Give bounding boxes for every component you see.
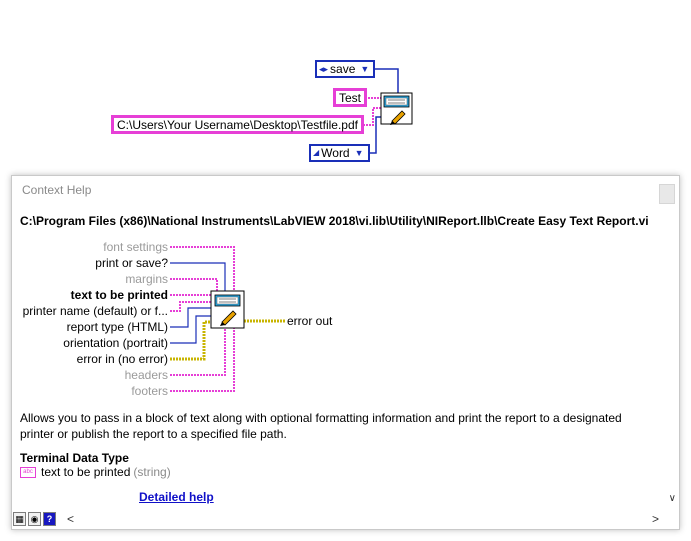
- context-help-title: Context Help: [22, 183, 92, 197]
- save-enum-value: save: [330, 62, 356, 76]
- terminal-data-type-type: (string): [133, 465, 171, 479]
- help-bottom-toolbar: ▦ ◉ ? < >: [12, 511, 679, 529]
- terminal-text-to-be-printed: text to be printed: [70, 288, 168, 302]
- ring-corner-icon: ◢: [313, 148, 320, 157]
- increment-arrows-icon: ◂▸: [319, 64, 329, 74]
- vi-icon: [210, 290, 245, 329]
- create-easy-text-report-icon[interactable]: [380, 92, 413, 125]
- path-string-value: C:\Users\Your Username\Desktop\Testfile.…: [117, 117, 358, 132]
- vi-path: C:\Program Files (x86)\National Instrume…: [20, 214, 649, 228]
- word-enum-value: Word: [321, 146, 350, 160]
- scroll-left-arrow-icon[interactable]: <: [67, 512, 75, 526]
- terminal-data-type-heading: Terminal Data Type: [20, 451, 129, 465]
- show-optional-terminals-button[interactable]: ▦: [13, 512, 26, 526]
- terminal-printer-name: printer name (default) or f...: [22, 304, 168, 318]
- help-question-icon[interactable]: ?: [43, 512, 56, 526]
- connector-pane: font settings print or save? margins tex…: [12, 236, 681, 398]
- terminal-font-settings: font settings: [103, 240, 168, 254]
- detailed-help-link[interactable]: Detailed help: [139, 490, 214, 504]
- scroll-down-arrow-icon[interactable]: ∨: [668, 493, 676, 504]
- vi-description: Allows you to pass in a block of text al…: [20, 411, 622, 441]
- context-help-window: Context Help C:\Program Files (x86)\Nati…: [11, 175, 680, 530]
- terminal-print-or-save: print or save?: [95, 256, 168, 270]
- terminal-footers: footers: [131, 384, 168, 398]
- test-string-value: Test: [339, 90, 362, 105]
- terminal-data-type-name: text to be printed: [41, 465, 131, 479]
- path-string-constant[interactable]: C:\Users\Your Username\Desktop\Testfile.…: [111, 115, 364, 134]
- terminal-data-type-row: abc text to be printed (string): [20, 465, 171, 479]
- string-type-icon: abc: [20, 466, 36, 478]
- connector-wires: [170, 246, 286, 392]
- vertical-scrollbar[interactable]: [665, 204, 677, 504]
- block-diagram: ◂▸ save ▼ Test C:\Users\Your Username\De…: [0, 0, 691, 172]
- terminal-headers: headers: [124, 368, 168, 382]
- dropdown-arrow-icon: ▼: [354, 148, 364, 158]
- scroll-right-arrow-icon[interactable]: >: [651, 512, 659, 526]
- path-wire: [363, 107, 381, 126]
- lock-icon[interactable]: ◉: [28, 512, 41, 526]
- terminal-error-out: error out: [287, 314, 333, 328]
- word-wire: [364, 116, 381, 154]
- terminal-report-type: report type (HTML): [66, 320, 168, 334]
- window-corner-button[interactable]: [659, 184, 675, 204]
- word-enum-constant[interactable]: ◢ Word ▼: [309, 144, 370, 162]
- save-enum-constant[interactable]: ◂▸ save ▼: [315, 60, 376, 78]
- terminal-margins: margins: [125, 272, 168, 286]
- diagram-wires: [362, 68, 413, 154]
- save-wire: [364, 68, 399, 94]
- test-string-constant[interactable]: Test: [333, 88, 368, 107]
- terminal-orientation: orientation (portrait): [63, 336, 168, 350]
- terminal-error-in: error in (no error): [76, 352, 168, 366]
- dropdown-arrow-icon: ▼: [360, 64, 370, 74]
